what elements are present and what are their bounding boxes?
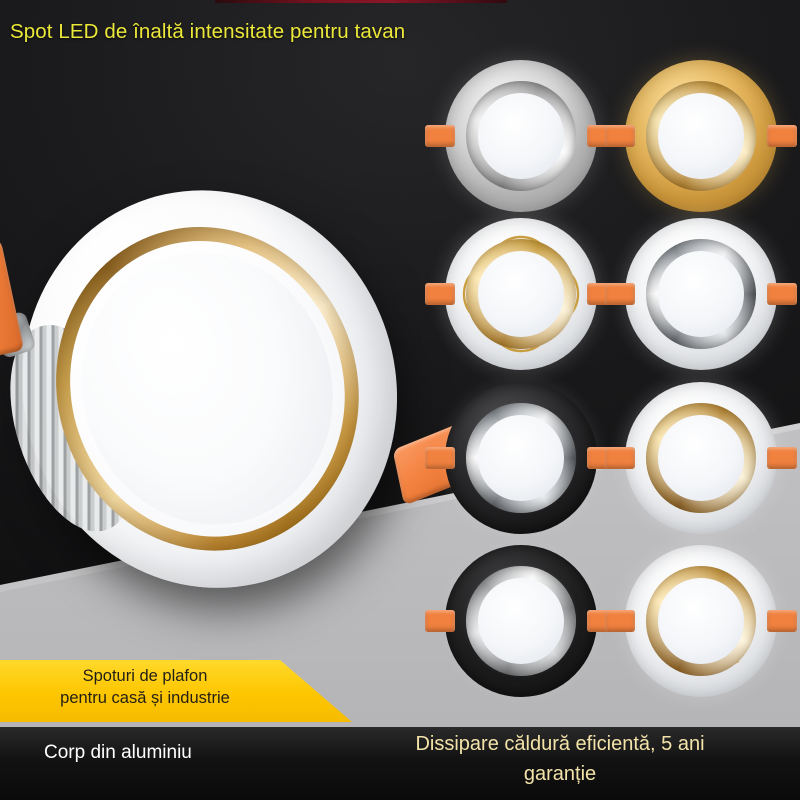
ribbon-line-1: Spoturi de plafon [82,667,208,685]
diffuser-lens [478,251,564,337]
footer-right-text: Dissipare căldură eficientă, 5 ani garan… [330,729,790,789]
spring-clip-right [767,610,797,632]
spring-clip-top [0,234,25,358]
diffuser-lens [658,578,744,664]
spring-clip-left [425,447,455,469]
diffuser-lens [658,93,744,179]
footer-left-label: Corp din aluminiu [44,742,192,763]
footer-bar [0,727,800,800]
spring-clip-left [605,283,635,305]
ribbon-line-2: pentru casă și industrie [60,689,230,707]
top-red-accent-line [215,0,507,3]
spot-black-alu [425,545,617,697]
spring-clip-left [605,610,635,632]
diffuser-lens [658,415,744,501]
diffuser-lens [658,251,744,337]
spot-white-swirl [605,545,797,697]
page-title: Spot LED de înaltă intensitate pentru ta… [10,20,406,43]
spring-clip-left [425,283,455,305]
spring-clip-left [425,610,455,632]
spot-white-gold [605,382,797,534]
spring-clip-left [425,125,455,147]
spot-gold-floral [425,218,617,370]
spot-gold [605,60,797,212]
ribbon-text: Spoturi de plafon pentru casă și industr… [0,665,290,709]
spring-clip-right [767,283,797,305]
spot-silver [425,60,617,212]
diffuser-lens [478,415,564,501]
footer-right-line-2: garanție [523,763,597,785]
spring-clip-left [605,447,635,469]
spring-clip-right [767,125,797,147]
spring-clip-left [605,125,635,147]
spot-black-chrome [425,382,617,534]
diffuser-lens [478,578,564,664]
spot-white-chrome [605,218,797,370]
footer-right-line-1: Dissipare căldură eficientă, 5 ani [415,733,705,755]
spring-clip-right [767,447,797,469]
diffuser-lens [478,93,564,179]
